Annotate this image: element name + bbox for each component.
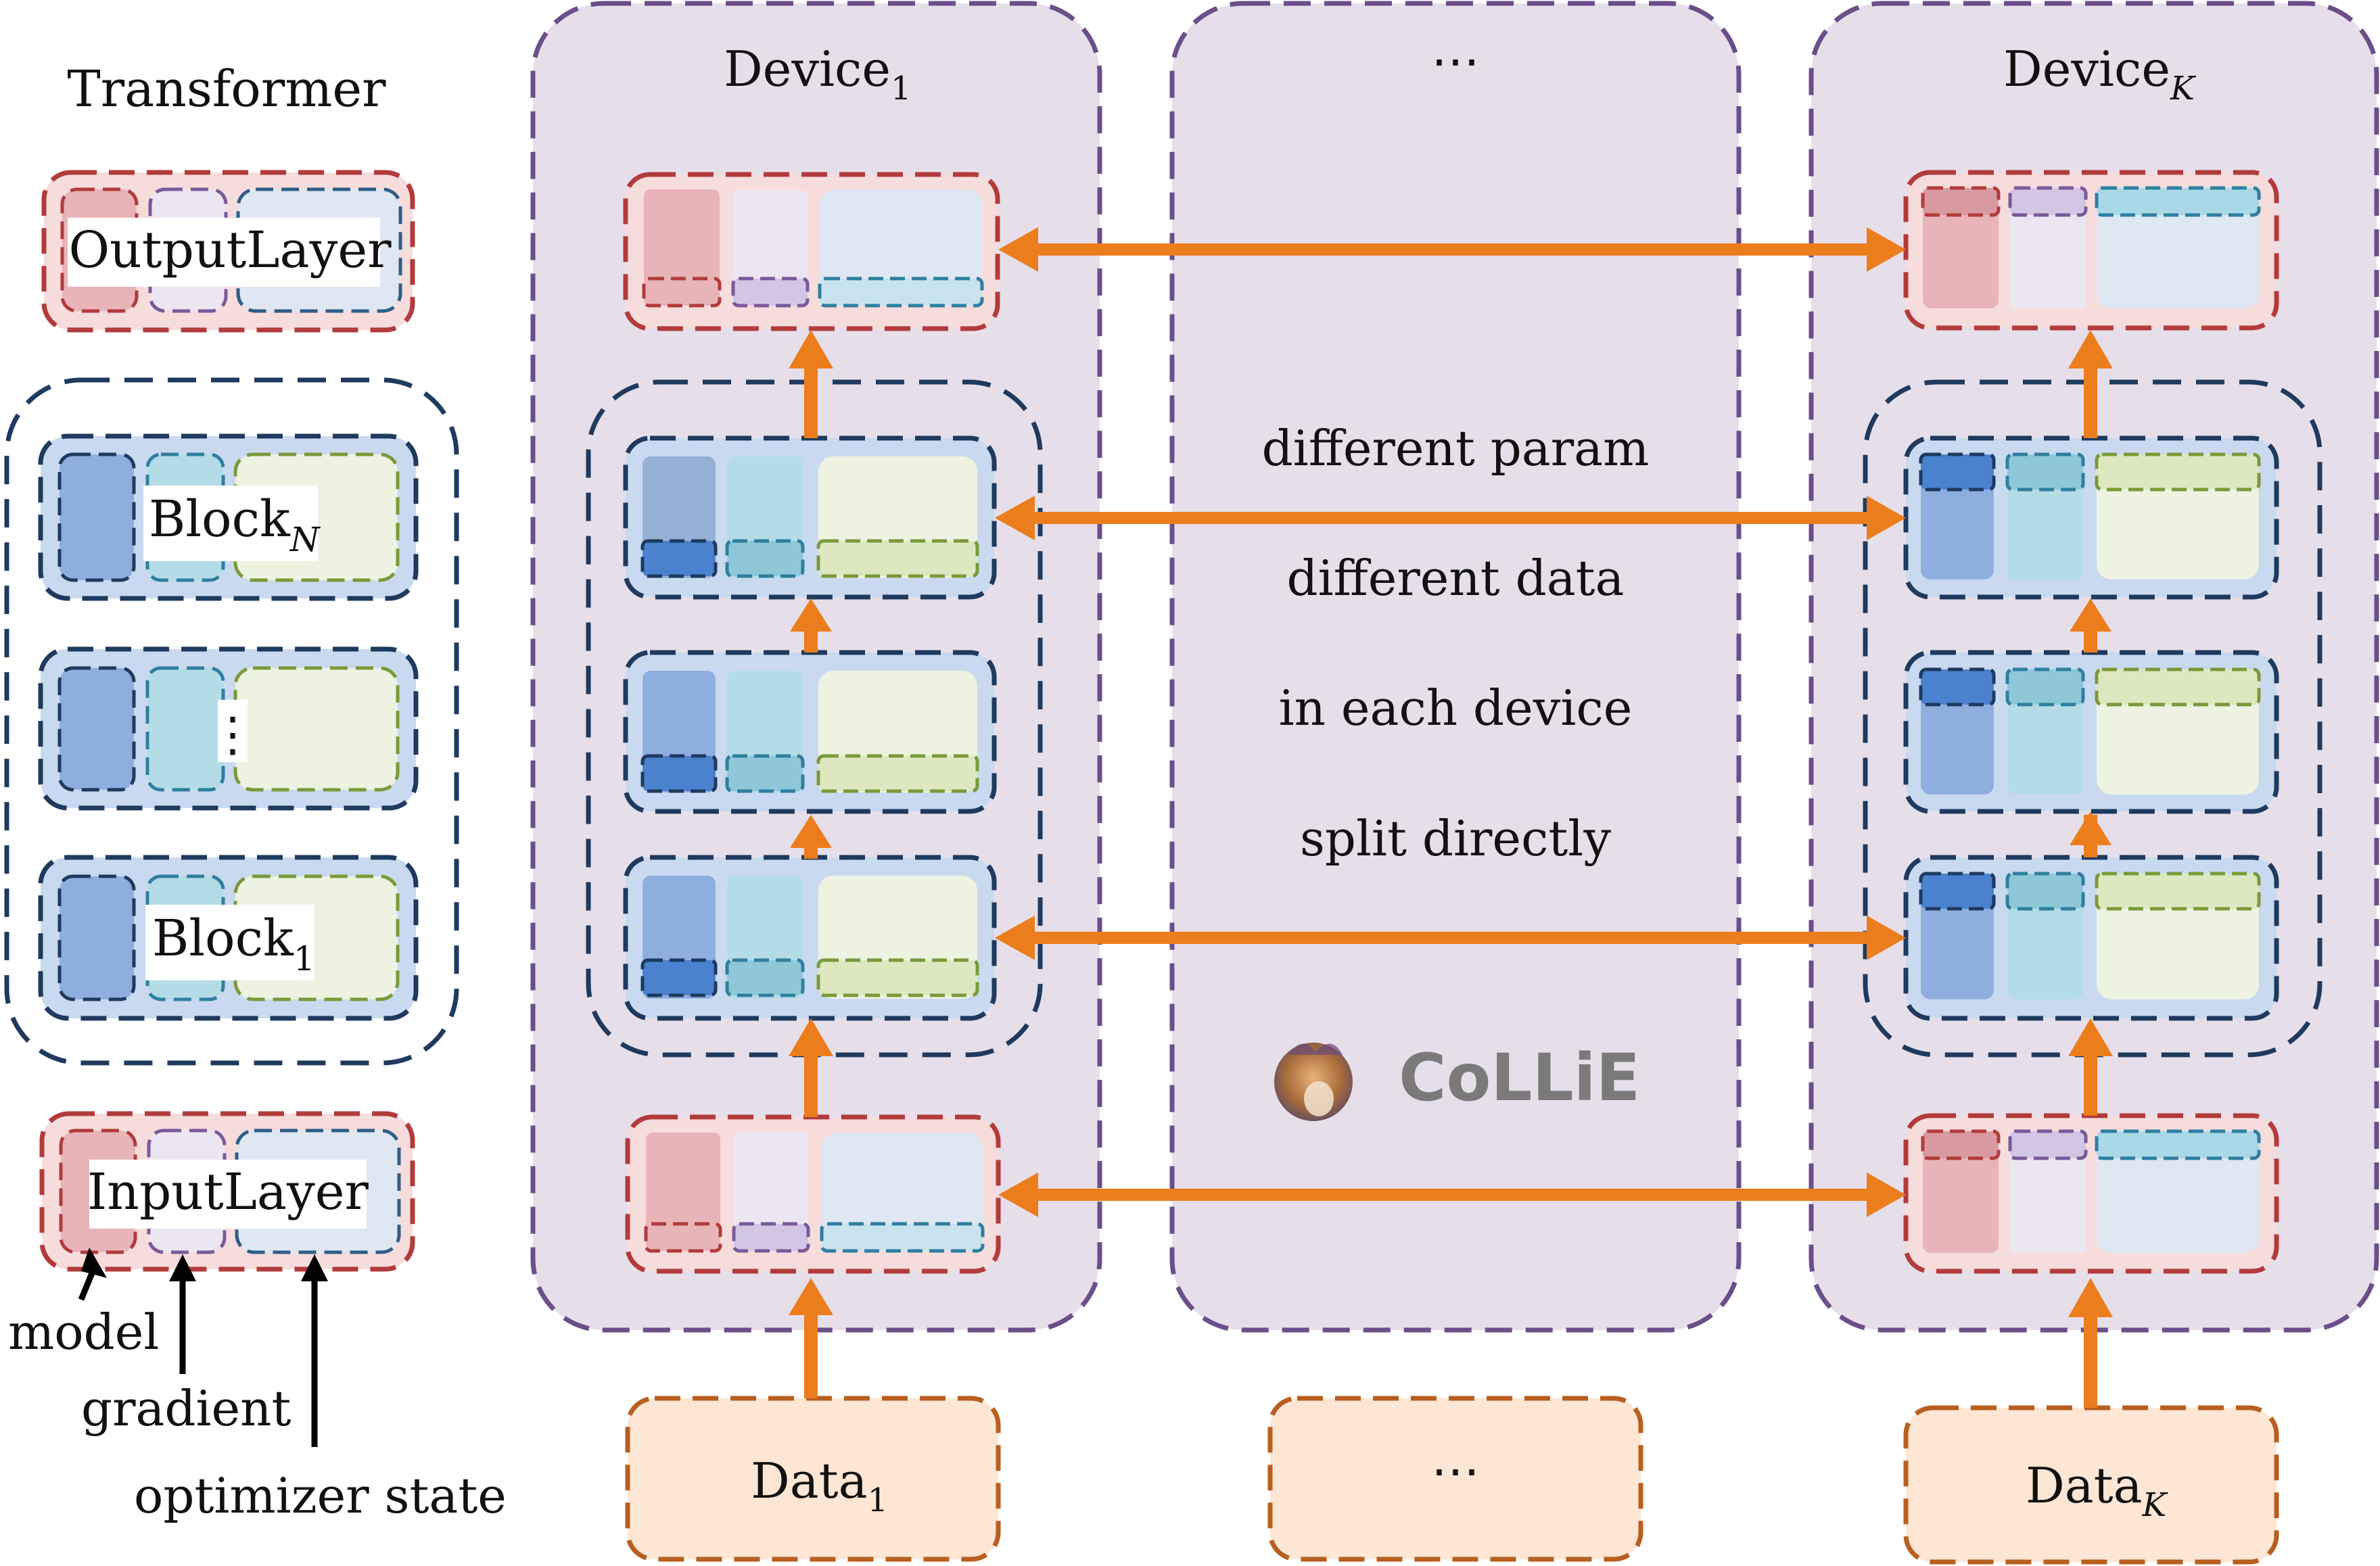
device-k-block-top [1903, 435, 2279, 600]
note-in-each-device: in each device [1279, 680, 1633, 736]
transformer-input-layer: InputLayer [39, 1111, 415, 1272]
cross-device-arrows [995, 227, 1906, 1217]
note-split-directly: split directly [1300, 810, 1611, 867]
transformer-block-n: BlockN [38, 433, 419, 601]
data-1-label: Data1 [751, 1452, 888, 1519]
forward-arrows [789, 330, 2113, 1408]
arrow-d1-block-to-block-1 [804, 845, 818, 859]
cross-arrow-input [998, 1172, 1906, 1217]
legend-arrows [78, 1248, 328, 1447]
legend-gradient-label: gradient [81, 1380, 291, 1437]
blocks-vdots: ⋮ [209, 707, 256, 762]
arrow-dk-input-to-block [2084, 1052, 2097, 1116]
device-k-block-middle [1903, 650, 2279, 814]
arrow-dk-data-to-input [2084, 1315, 2097, 1408]
cross-arrow-block-top [995, 496, 1906, 540]
arrow-dk-block-to-output [2084, 365, 2097, 438]
input-layer-label: InputLayer [87, 1163, 369, 1221]
device-1-block-bottom [623, 855, 997, 1021]
block-1-label: Block1 [152, 909, 315, 978]
arrow-d1-block-to-block-2 [804, 629, 818, 652]
transformer-title: Transformer [67, 60, 386, 118]
transformer-block-1: Block1 [38, 855, 419, 1021]
arrow-d1-block-to-output [804, 365, 818, 438]
legend-optimizer-state-label: optimizer state [134, 1467, 507, 1524]
note-different-data: different data [1287, 550, 1625, 607]
transformer-panel: Transformer OutputLayer BlockN [4, 60, 507, 1524]
collie-logo: CoLLiE [1274, 1040, 1640, 1121]
cross-arrow-output [998, 227, 1906, 272]
device-1-block-middle [623, 650, 997, 814]
arrow-dk-block-to-block-2 [2084, 629, 2097, 652]
arrow-d1-data-to-input [804, 1312, 818, 1398]
data-k-box: DataK [1903, 1405, 2279, 1565]
device-middle-ellipsis: ⋯ [1431, 32, 1480, 89]
arrow-d1-input-to-block [804, 1052, 818, 1117]
transformer-block-middle: ⋮ [38, 646, 419, 811]
note-different-param: different param [1262, 420, 1650, 477]
device-k-output-layer [1903, 170, 2279, 331]
output-layer-label: OutputLayer [68, 221, 392, 279]
data-middle-ellipsis: ⋯ [1431, 1442, 1480, 1499]
data-1-box: Data1 [625, 1396, 1001, 1562]
device-1-label: Device1 [724, 41, 912, 108]
transformer-output-layer: OutputLayer [41, 170, 415, 333]
block-n-label: BlockN [149, 490, 321, 559]
cross-arrow-block-bottom [995, 916, 1906, 960]
middle-notes: different param different data in each d… [1262, 420, 1650, 867]
device-1-block-top [623, 435, 997, 600]
legend-model-label: model [8, 1304, 159, 1360]
device-1-output-layer [623, 172, 1000, 331]
device-1-layers [586, 172, 1043, 1274]
data-middle-box: ⋯ [1267, 1396, 1643, 1562]
device-k-input-layer [1903, 1113, 2279, 1274]
data-k-label: DataK [2026, 1457, 2169, 1524]
device-k-block-bottom [1903, 855, 2279, 1021]
device-middle-panel: ⋯ [1169, 1, 1742, 1333]
device-k-layers [1863, 170, 2323, 1274]
device-1-input-layer [625, 1114, 1001, 1274]
device-k-label: DeviceK [2003, 41, 2197, 108]
collie-logo-text: CoLLiE [1399, 1040, 1640, 1116]
